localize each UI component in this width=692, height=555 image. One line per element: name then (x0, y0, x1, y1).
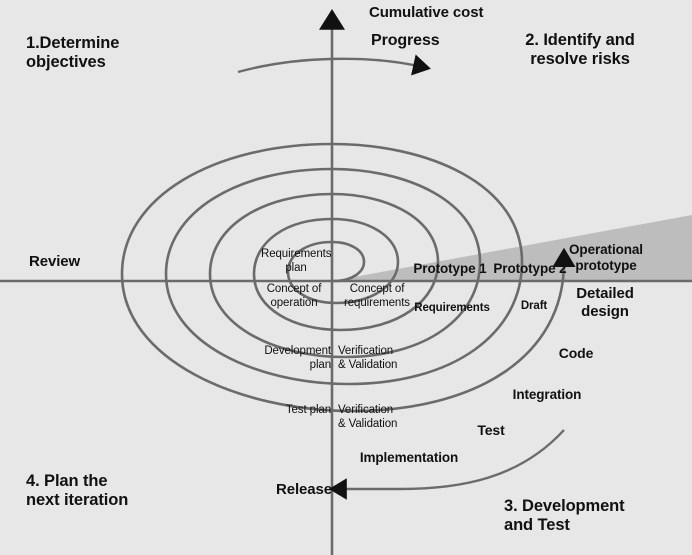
label-detailed-design: Detailed design (576, 285, 634, 320)
risk-wedge (332, 215, 692, 281)
label-requirements: Requirements (414, 302, 490, 314)
label-development-plan: Development plan (264, 345, 331, 371)
axis-label-cumulative-cost: Cumulative cost (369, 4, 484, 21)
label-prototype-2: Prototype 2 (493, 261, 567, 276)
label-implementation: Implementation (359, 450, 459, 465)
progress-arrow (237, 54, 431, 76)
axis-label-review: Review (29, 253, 81, 270)
label-test: Test (477, 422, 505, 438)
label-requirements-plan: Requirements plan (261, 248, 332, 274)
quadrant-label-determine-objectives: 1.Determine objectives (26, 34, 120, 72)
label-code: Code (558, 345, 594, 361)
label-concept-of-requirements: Concept of requirements (344, 283, 410, 309)
release-tail-curve (399, 429, 565, 491)
label-integration: Integration (512, 387, 582, 402)
label-test-plan: Test plan (285, 404, 331, 416)
quadrant-label-development-and-test: 3. Development and Test (504, 497, 625, 535)
progress-label: Progress (371, 32, 440, 49)
quadrant-label-identify-resolve-risks: 2. Identify and resolve risks (525, 31, 635, 69)
label-draft: Draft (520, 300, 548, 312)
release-label: Release (275, 481, 332, 498)
label-verification-validation-lower: Verification & Validation (338, 404, 398, 430)
label-concept-of-operation: Concept of operation (266, 283, 322, 309)
spiral-path (120, 142, 576, 413)
label-prototype-1: Prototype 1 (413, 261, 487, 276)
label-operational-prototype: Operational prototype (569, 242, 643, 273)
label-verification-validation-upper: Verification & Validation (338, 345, 398, 371)
quadrant-label-plan-next-iteration: 4. Plan the next iteration (26, 472, 129, 510)
